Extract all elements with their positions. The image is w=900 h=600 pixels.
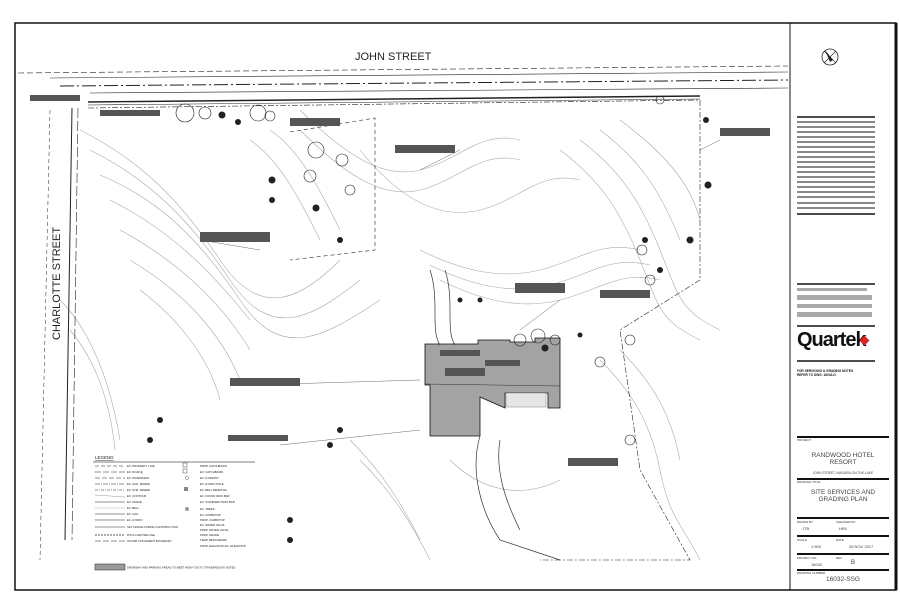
john-street-label: JOHN STREET (355, 51, 432, 63)
legend: LEGEND EX. PROPERTY LINE EX. ROAD ℄ EX. … (93, 455, 255, 571)
drawn-by-label: DRAWN BY (797, 520, 814, 524)
svg-text:EX. BELL PEDESTAL: EX. BELL PEDESTAL (200, 488, 228, 492)
revision-table (797, 116, 875, 362)
svg-text:PROP. GRADE: PROP. GRADE (200, 533, 219, 537)
project-address: JOHN STREET, NIAGARA-ON-THE-LAKE (812, 471, 874, 475)
existing-tree-symbols (147, 111, 712, 543)
project-no: 16032 (811, 562, 823, 567)
svg-text:SILT FENCE DURING CONSTRUCTION: SILT FENCE DURING CONSTRUCTION (127, 525, 178, 529)
drawn-by: JTB (802, 526, 810, 531)
svg-text:EX. STANDARD IRON BAR: EX. STANDARD IRON BAR (200, 500, 235, 504)
quartek-logo: Quartek (797, 329, 867, 351)
notes-reference: FOR SERVICING & GRADING NOTES REFER TO D… (797, 369, 854, 377)
existing-trees (175, 95, 665, 446)
svg-text:DITCH CENTRE LINE: DITCH CENTRE LINE (127, 533, 155, 537)
patio-area (505, 392, 547, 408)
svg-text:EX. HYDRO POLE: EX. HYDRO POLE (200, 482, 224, 486)
svg-text:PROP. CURBSTOP: PROP. CURBSTOP (200, 518, 225, 522)
legend-symbol-items: PROP. CATCHBASIN EX. CATCHBASIN EX. HYDR… (182, 462, 246, 548)
svg-text:EX. CURBSTOP: EX. CURBSTOP (200, 513, 221, 517)
svg-text:TEMP. BENCHMARK: TEMP. BENCHMARK (200, 538, 227, 542)
drawing-number-label: DRAWING NUMBER (797, 571, 826, 575)
svg-text:EX. BELL: EX. BELL (127, 506, 140, 510)
svg-text:EX. SAN. SEWER: EX. SAN. SEWER (127, 482, 150, 486)
svg-text:STORM CATCHMENT BOUNDARY: STORM CATCHMENT BOUNDARY (127, 539, 172, 543)
svg-text:EX. CONTOUR: EX. CONTOUR (127, 494, 146, 498)
svg-text:EX. STM. SEWER: EX. STM. SEWER (127, 488, 150, 492)
scale-label: SCALE (797, 538, 807, 542)
scale: 1:500 (811, 544, 822, 549)
svg-text:EX. HYDRANT: EX. HYDRANT (200, 476, 219, 480)
drawing-title-label: DRAWING TITLE (797, 480, 821, 484)
rev-label: REV (836, 556, 843, 560)
general-notes (797, 288, 872, 317)
drawing-number: 16032-SSG (826, 576, 860, 583)
svg-text:EX. FOUND IRON BAR: EX. FOUND IRON BAR (200, 494, 230, 498)
legend-title: LEGEND (95, 455, 114, 460)
date: 28 NOV 2017 (849, 544, 874, 549)
svg-text:PROP. WATER VALVE: PROP. WATER VALVE (200, 528, 228, 532)
svg-text:EX. HYDRO: EX. HYDRO (127, 518, 143, 522)
annotation-text-blocks (30, 95, 770, 466)
svg-text:EX. WATER VALVE: EX. WATER VALVE (200, 523, 225, 527)
svg-text:EX. CATCHBASIN: EX. CATCHBASIN (200, 470, 223, 474)
drawing-title: SITE SERVICES AND GRADING PLAN (810, 489, 876, 503)
charlotte-street-label: CHARLOTTE STREET (51, 227, 63, 340)
svg-text:PROP. CATCHBASIN: PROP. CATCHBASIN (200, 464, 227, 468)
svg-text:EX. WATERMAIN: EX. WATERMAIN (127, 476, 149, 480)
svg-text:EX. TREES: EX. TREES (200, 507, 215, 511)
project-name: RANDWOOD HOTEL RESORT (811, 452, 875, 466)
date-label: DATE (836, 538, 844, 542)
hotel-building-footprint (424, 337, 561, 437)
svg-text:EX. GAS: EX. GAS (127, 512, 138, 516)
sheet-border (14, 22, 897, 591)
svg-text:EX. ROAD ℄: EX. ROAD ℄ (127, 470, 143, 474)
project-no-label: PROJECT NO. (797, 556, 818, 560)
checked-by-label: CHECKED BY (836, 520, 856, 524)
john-street-lines (17, 65, 789, 106)
svg-text:EX. PROPERTY LINE: EX. PROPERTY LINE (127, 464, 155, 468)
north-arrow-icon (821, 48, 839, 66)
svg-text:PROP. ELEVATION EX. ELEVATION: PROP. ELEVATION EX. ELEVATION (200, 544, 246, 548)
svg-text:EX. FENCE: EX. FENCE (127, 500, 142, 504)
project-label: PROJECT: (797, 438, 812, 442)
revision: B (851, 560, 856, 566)
title-block: Quartek FOR SERVICING & GRADING NOTES RE… (791, 24, 895, 589)
hatch-note: DRIVEWAY AND PARKING AREAS TO MEET HEAVY… (127, 566, 235, 570)
heavy-duty-hatch-swatch (94, 563, 126, 571)
checked-by: HEK (839, 526, 848, 531)
legend-line-items: EX. PROPERTY LINE EX. ROAD ℄ EX. WATERMA… (94, 464, 178, 543)
driveway-outline (429, 269, 561, 561)
